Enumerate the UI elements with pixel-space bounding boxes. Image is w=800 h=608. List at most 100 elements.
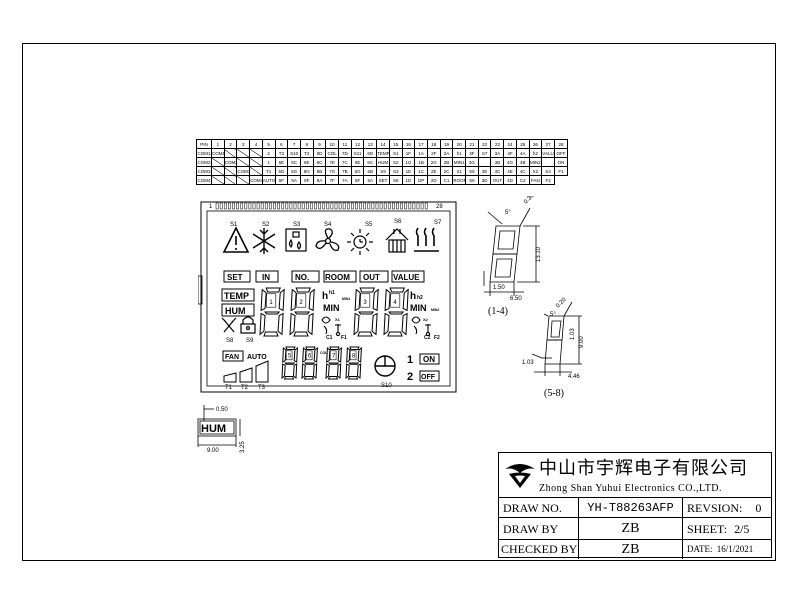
pin-tick	[260, 202, 264, 210]
digit-segment	[292, 363, 298, 379]
pin-table-cell: 3B	[490, 157, 505, 167]
drawing-frame	[22, 43, 776, 561]
pin-table-cell	[223, 175, 238, 185]
pin-table-cell: S2	[388, 157, 403, 167]
pin-tick	[215, 202, 219, 210]
label-x1: X1	[335, 317, 341, 322]
pin-table-cell: S5	[465, 166, 479, 176]
segment-detail-5-8: 0.20 5° 1.03 9.00 1.03 4.46 (5-8)	[522, 296, 585, 399]
pin-table-cell: 8B	[312, 166, 327, 176]
detail-label-1-4: (1-4)	[488, 306, 508, 317]
pin-first-label: 1	[209, 204, 213, 210]
pin-table-cell: 6C	[363, 157, 378, 167]
symbol-label-s9: S9	[246, 338, 254, 344]
detail-label-5-8: (5-8)	[544, 388, 564, 399]
pin-table-cell	[249, 157, 263, 167]
pin-table-cell: 24	[503, 139, 517, 149]
pin-table-cell: 26	[528, 139, 543, 149]
pin-tick	[232, 202, 235, 210]
pin-table-cell: 7E	[325, 157, 340, 167]
label-min-left: MIN	[323, 303, 340, 313]
pin-tick	[408, 202, 412, 210]
pin-table-cell: 8F	[299, 175, 314, 185]
pin-table-cell: 1	[261, 157, 276, 167]
pin-table-cell: T3	[274, 148, 289, 158]
checked-by-label: CHECKED BY	[499, 540, 579, 559]
pin-table-cell: 3	[236, 139, 251, 149]
label-out: OUT	[363, 273, 380, 282]
digit-segment	[329, 346, 340, 351]
bar-label-t3: T3	[258, 385, 266, 391]
pin-tick	[248, 202, 252, 210]
label-hum: HUM	[225, 306, 246, 316]
digit-segment	[349, 346, 360, 351]
dim-9-00: 9.00	[579, 336, 585, 348]
symbol-label-s7: S7	[434, 220, 442, 226]
pin-tick	[346, 202, 350, 210]
pin-tick	[264, 202, 268, 210]
digit-segment	[259, 312, 266, 336]
pin-table-cell: 5	[261, 139, 276, 149]
dim-0-50: 0.50	[216, 407, 228, 413]
pin-table-cell: MIN2	[528, 157, 543, 167]
label-fan: FAN	[225, 354, 239, 361]
dim-1-03-h: 1.03	[522, 360, 534, 366]
fan-small-icon-2	[411, 316, 421, 335]
pin-table-cell: 4C	[515, 166, 530, 176]
pin-tick	[387, 202, 391, 210]
draw-no-label: DRAW NO.	[499, 498, 579, 518]
pin-tick	[289, 202, 293, 210]
digit-segment	[348, 362, 360, 365]
pin-table-cell: S7	[477, 148, 492, 158]
pin-tick	[273, 202, 276, 210]
pin-tick	[223, 202, 227, 210]
revision-value: 0	[755, 501, 762, 515]
pin-table-cell: MIN1	[452, 157, 467, 167]
fan-speed-bars	[223, 360, 269, 383]
digit-segment	[353, 312, 360, 336]
digit-segment	[289, 312, 296, 336]
label-col: COL	[320, 351, 328, 355]
digit-segment	[336, 363, 342, 379]
pin-table-cell: 15	[388, 139, 403, 149]
pin-tick	[420, 202, 424, 210]
digit-segment	[359, 287, 375, 293]
pin-tick	[334, 202, 338, 210]
digit-segment	[281, 363, 286, 380]
pin-tick	[371, 202, 375, 210]
pin-table-cell: OFF	[553, 148, 569, 158]
temp-hum-labels: TEMP HUM	[221, 288, 255, 317]
pin-table-cell: 9	[312, 139, 327, 149]
digit-segment	[290, 288, 297, 312]
label-h1: h1	[329, 290, 335, 296]
pin-tick	[322, 202, 326, 210]
company-name-en: Zhong Shan Yuhui Electronics CO.,LTD.	[539, 483, 723, 494]
digit-segment	[401, 312, 408, 336]
pin-tick	[281, 202, 285, 210]
digit-segment	[357, 331, 373, 337]
dim-5deg: 5°	[505, 210, 511, 216]
label-c1: C1	[326, 335, 333, 341]
pin-table-cell: 1B	[414, 157, 428, 167]
pin-table-cell: 25	[515, 139, 530, 149]
pin-table-cell: 8C	[312, 157, 327, 167]
sun-heat-icon	[347, 229, 373, 255]
pin-table-cell: AUTO	[261, 175, 276, 185]
pin-table-cell: 8	[299, 139, 314, 149]
label-f1: F1	[341, 335, 347, 341]
pin-table-cell: OUT	[490, 175, 505, 185]
digit-segment	[264, 311, 281, 315]
revision-cell: REVSION: 0	[683, 498, 771, 518]
pin-tick	[416, 202, 420, 210]
pin-tick	[355, 202, 358, 210]
pin-table-cell: PIN	[196, 139, 212, 149]
pin-table-cell: 17	[414, 139, 428, 149]
pin-table-cell: C2	[515, 175, 530, 185]
pin-tick	[326, 202, 330, 210]
pin-table-cell: 4B	[515, 157, 530, 167]
digit-segment	[325, 363, 330, 380]
digit-tag: 2	[299, 300, 303, 306]
pin-table-cell: S3	[388, 166, 403, 176]
